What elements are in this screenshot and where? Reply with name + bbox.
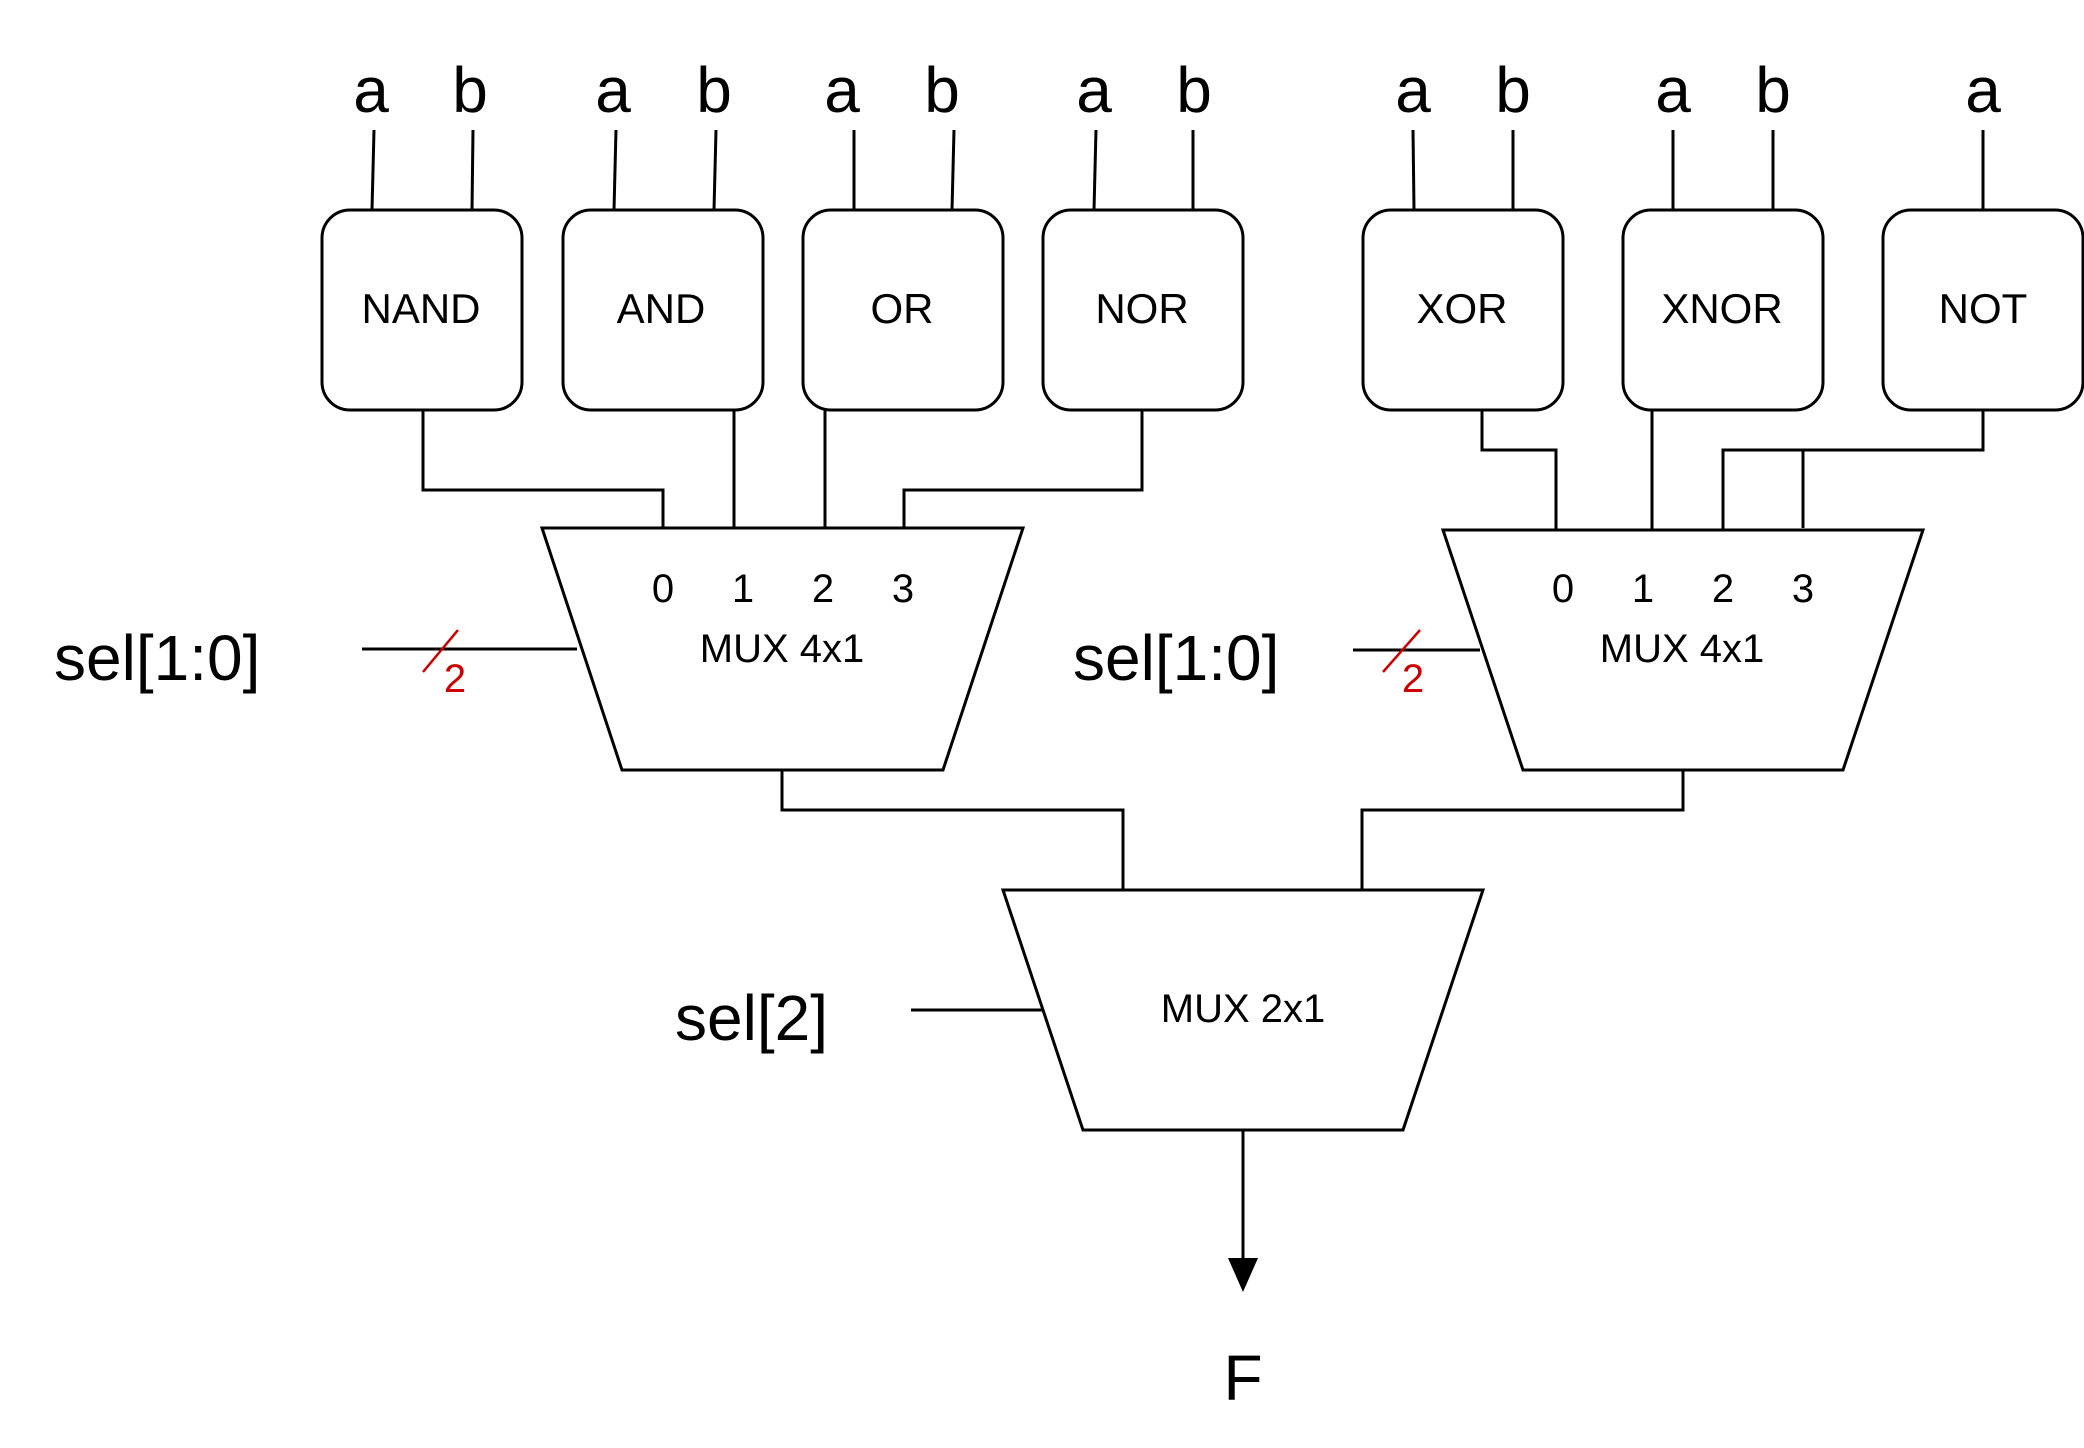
gate-nand: NAND — [320, 208, 524, 412]
mux-left-pin-3: 3 — [892, 567, 914, 611]
gate-or-box — [801, 208, 1005, 412]
nand-input-a: a — [353, 54, 389, 126]
wire-nor-to-mux3 — [902, 410, 1144, 528]
mux-right-select: sel[1:0] 2 — [1073, 622, 1480, 701]
mux-left-bus-width: 2 — [444, 657, 466, 701]
mux-left-pin-0: 0 — [652, 567, 674, 611]
mux-out-select-label: sel[2] — [675, 982, 828, 1054]
gate-or-label: OR — [871, 285, 934, 332]
final-output: F — [1223, 1130, 1263, 1414]
not-input-a: a — [1965, 54, 2001, 126]
mux-right-label: MUX 4x1 — [1600, 627, 1765, 671]
gate-nor-label: NOR — [1095, 285, 1188, 332]
wire-nand-a — [370, 129, 376, 211]
wire-xor-to-mux0 — [1480, 410, 1558, 536]
gate-xnor: XNOR — [1621, 208, 1825, 412]
wire-left-mux-to-out — [780, 770, 1125, 890]
mux-right-pin-2: 2 — [1712, 567, 1734, 611]
xor-input-b: b — [1495, 54, 1531, 126]
mux-right-body — [1440, 528, 1926, 772]
gate-xor-box — [1361, 208, 1565, 412]
mux-right-pin-3: 3 — [1792, 567, 1814, 611]
gate-xor: XOR — [1361, 208, 1565, 412]
mux-right: 0 1 2 3 MUX 4x1 — [1440, 528, 1926, 772]
gate-not: NOT — [1881, 208, 2084, 412]
mux-left-body — [539, 526, 1026, 772]
mux-left-select: sel[1:0] 2 — [54, 622, 577, 701]
gate-and: AND — [561, 208, 765, 412]
gate-xnor-box — [1621, 208, 1825, 412]
or-input-a: a — [824, 54, 860, 126]
wire-xor-a — [1411, 129, 1416, 211]
gate-not-label: NOT — [1939, 285, 2028, 332]
gate-nand-label: NAND — [361, 285, 480, 332]
mux-left-pin-1: 1 — [732, 567, 754, 611]
gate-nor: NOR — [1041, 208, 1245, 412]
mux-out-select: sel[2] — [675, 982, 1043, 1054]
gate-input-labels: a b a b a b a b a b a b a — [353, 54, 2001, 126]
nor-input-a: a — [1076, 54, 1112, 126]
wire-and-b — [712, 129, 718, 211]
mux-left-bus-slash — [422, 629, 459, 673]
wire-and-a — [612, 129, 618, 211]
mux-output-wires — [780, 770, 1685, 890]
mux-left-pin-2: 2 — [812, 567, 834, 611]
xnor-input-b: b — [1755, 54, 1791, 126]
mux-right-pin-0: 0 — [1552, 567, 1574, 611]
mux-out-label: MUX 2x1 — [1161, 987, 1326, 1031]
xor-input-a: a — [1395, 54, 1431, 126]
mux-right-bus-width: 2 — [1402, 657, 1424, 701]
wire-nor-a — [1092, 129, 1098, 211]
mux-right-bus-slash — [1382, 629, 1421, 673]
wire-right-mux-to-out — [1360, 770, 1685, 890]
wire-nand-b — [470, 129, 475, 211]
mux-right-pin-1: 1 — [1632, 567, 1654, 611]
mux-left: 0 1 2 3 MUX 4x1 — [539, 526, 1026, 772]
gate-or: OR — [801, 208, 1005, 412]
nor-input-b: b — [1176, 54, 1212, 126]
nand-input-b: b — [452, 54, 488, 126]
xnor-input-a: a — [1655, 54, 1691, 126]
right-mux-input-wires — [1480, 410, 1985, 536]
or-input-b: b — [924, 54, 960, 126]
and-input-a: a — [595, 54, 631, 126]
output-label: F — [1223, 1342, 1262, 1414]
and-input-b: b — [696, 54, 732, 126]
left-mux-input-wires — [421, 410, 1144, 528]
mux-out-body — [1000, 888, 1486, 1132]
mux-left-label: MUX 4x1 — [700, 627, 865, 671]
gate-xnor-label: XNOR — [1661, 285, 1782, 332]
gate-input-wires — [370, 129, 1985, 211]
mux-right-select-label: sel[1:0] — [1073, 622, 1279, 694]
wire-or-b — [950, 129, 956, 211]
wire-not-to-mux2 — [1721, 410, 1985, 536]
gate-and-box — [561, 208, 765, 412]
mux-out: MUX 2x1 — [1000, 888, 1486, 1132]
wire-nand-to-mux0 — [421, 410, 665, 528]
gate-and-label: AND — [617, 285, 706, 332]
output-arrowhead — [1228, 1258, 1258, 1292]
gate-xor-label: XOR — [1416, 285, 1507, 332]
mux-left-select-label: sel[1:0] — [54, 622, 260, 694]
